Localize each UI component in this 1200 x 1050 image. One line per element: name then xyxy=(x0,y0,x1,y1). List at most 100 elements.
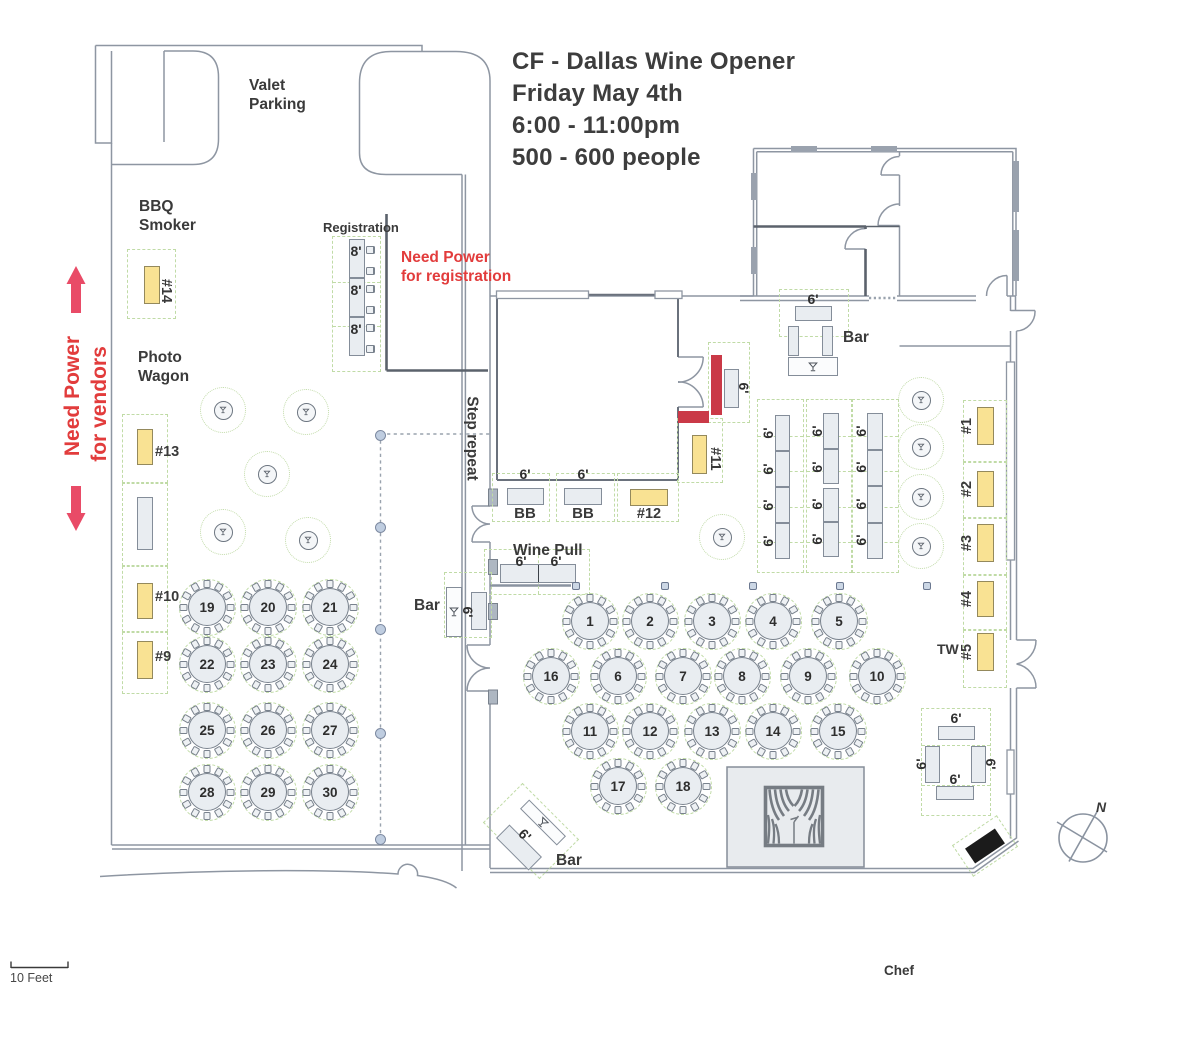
label-bbq-smoker: BBQ Smoker xyxy=(139,198,196,234)
round-table-1: 1 xyxy=(571,602,609,640)
chair xyxy=(614,648,622,657)
compass-north-label: N xyxy=(1096,799,1107,815)
chair xyxy=(203,636,211,645)
chair xyxy=(849,672,858,680)
chair xyxy=(264,683,272,692)
chair xyxy=(287,726,296,734)
table-size-label: 6' xyxy=(950,710,962,726)
table-spacing-circle xyxy=(301,578,359,636)
table-spacing-circle xyxy=(522,647,580,705)
round-table-8: 8 xyxy=(723,657,761,695)
vendor-label-13: #13 xyxy=(155,444,180,460)
chair xyxy=(179,788,188,796)
table-spacing-circle xyxy=(654,647,712,705)
table-spacing-circle xyxy=(810,592,868,650)
vendor-box-12 xyxy=(630,489,668,506)
chair xyxy=(896,672,905,680)
chair xyxy=(731,617,740,625)
chair xyxy=(804,695,812,704)
table-size-label: 8' xyxy=(350,321,362,337)
chair xyxy=(264,764,272,773)
registration-backdrop-wall xyxy=(385,214,488,372)
chair xyxy=(203,811,211,820)
chair xyxy=(769,750,777,759)
registration-chair xyxy=(366,267,375,275)
red-highlight-bar xyxy=(710,355,722,415)
chair xyxy=(792,727,801,735)
round-table-18: 18 xyxy=(664,767,702,805)
vendor-label-5: #5 xyxy=(959,643,976,661)
winepull-6ft-divider xyxy=(538,565,539,582)
column-pillar xyxy=(922,582,931,590)
chair xyxy=(264,636,272,645)
stanchion-post xyxy=(375,521,386,533)
bb-6ft-2 xyxy=(564,488,602,505)
table-spacing-circle xyxy=(589,757,647,815)
table-spacing-circle xyxy=(239,578,297,636)
arrow-up-icon xyxy=(66,266,86,313)
table-spacing-circle xyxy=(239,635,297,693)
chair xyxy=(226,726,235,734)
vendor-box-11 xyxy=(692,435,707,474)
vendor-zone xyxy=(127,249,176,319)
valet-island-right xyxy=(358,50,491,153)
banquet-col-1-seg-3 xyxy=(774,487,790,523)
table-spacing-circle xyxy=(621,702,679,760)
label-chef: Chef xyxy=(884,963,914,978)
round-table-9: 9 xyxy=(789,657,827,695)
chair xyxy=(326,579,334,588)
vendor-box-9 xyxy=(137,641,153,679)
stanchion-post xyxy=(375,429,386,441)
reg-8ft-1 xyxy=(349,239,365,278)
stanchion-post xyxy=(375,833,386,845)
bar-top-left-counter xyxy=(787,326,799,356)
chair xyxy=(708,703,716,712)
round-table-4: 4 xyxy=(754,602,792,640)
door-room-b xyxy=(877,203,900,227)
vendor-zone xyxy=(708,342,750,423)
chair xyxy=(326,764,334,773)
martini-icon xyxy=(917,396,925,404)
chair xyxy=(562,617,571,625)
scale-bar-label: 10 Feet xyxy=(10,971,53,985)
vendor-zone xyxy=(122,632,168,694)
label-valet-parking: Valet Parking xyxy=(249,77,306,113)
av-black-box xyxy=(965,828,1005,864)
chair xyxy=(586,640,594,649)
chair xyxy=(873,648,881,657)
chair xyxy=(780,672,789,680)
registration-chair xyxy=(366,345,375,353)
table-size-label: 6' xyxy=(809,498,825,510)
vendor-zone-divider xyxy=(922,745,990,746)
table-spacing-circle xyxy=(683,702,741,760)
door-rooms-bottom xyxy=(985,274,1008,297)
label-photo-wagon: Photo Wagon xyxy=(138,349,190,385)
round-table-22: 22 xyxy=(188,645,226,683)
banquet-col-3-seg-2 xyxy=(866,449,883,486)
banquet-col-1-seg-2 xyxy=(774,451,790,487)
table-spacing-circle xyxy=(809,702,867,760)
door-room-c xyxy=(844,227,866,250)
registration-chair xyxy=(366,246,375,254)
table-size-label: 6' xyxy=(760,427,776,439)
stanchion-line xyxy=(379,433,490,839)
chair xyxy=(203,626,211,635)
vendor-zone xyxy=(122,483,168,566)
chair xyxy=(586,593,594,602)
chair xyxy=(769,593,777,602)
stanchion-post xyxy=(375,623,386,635)
table-spacing-circle xyxy=(621,592,679,650)
chair xyxy=(745,617,754,625)
chair xyxy=(586,703,594,712)
vendor-zone xyxy=(963,630,1007,688)
chair xyxy=(804,648,812,657)
window-innerroom-1 xyxy=(495,290,590,300)
table-size-label: 6' xyxy=(949,771,961,787)
stage xyxy=(726,766,865,868)
window-rooms-top-2 xyxy=(871,146,897,152)
chair xyxy=(226,788,235,796)
chair xyxy=(326,626,334,635)
round-table-16: 16 xyxy=(532,657,570,695)
chair xyxy=(679,805,687,814)
